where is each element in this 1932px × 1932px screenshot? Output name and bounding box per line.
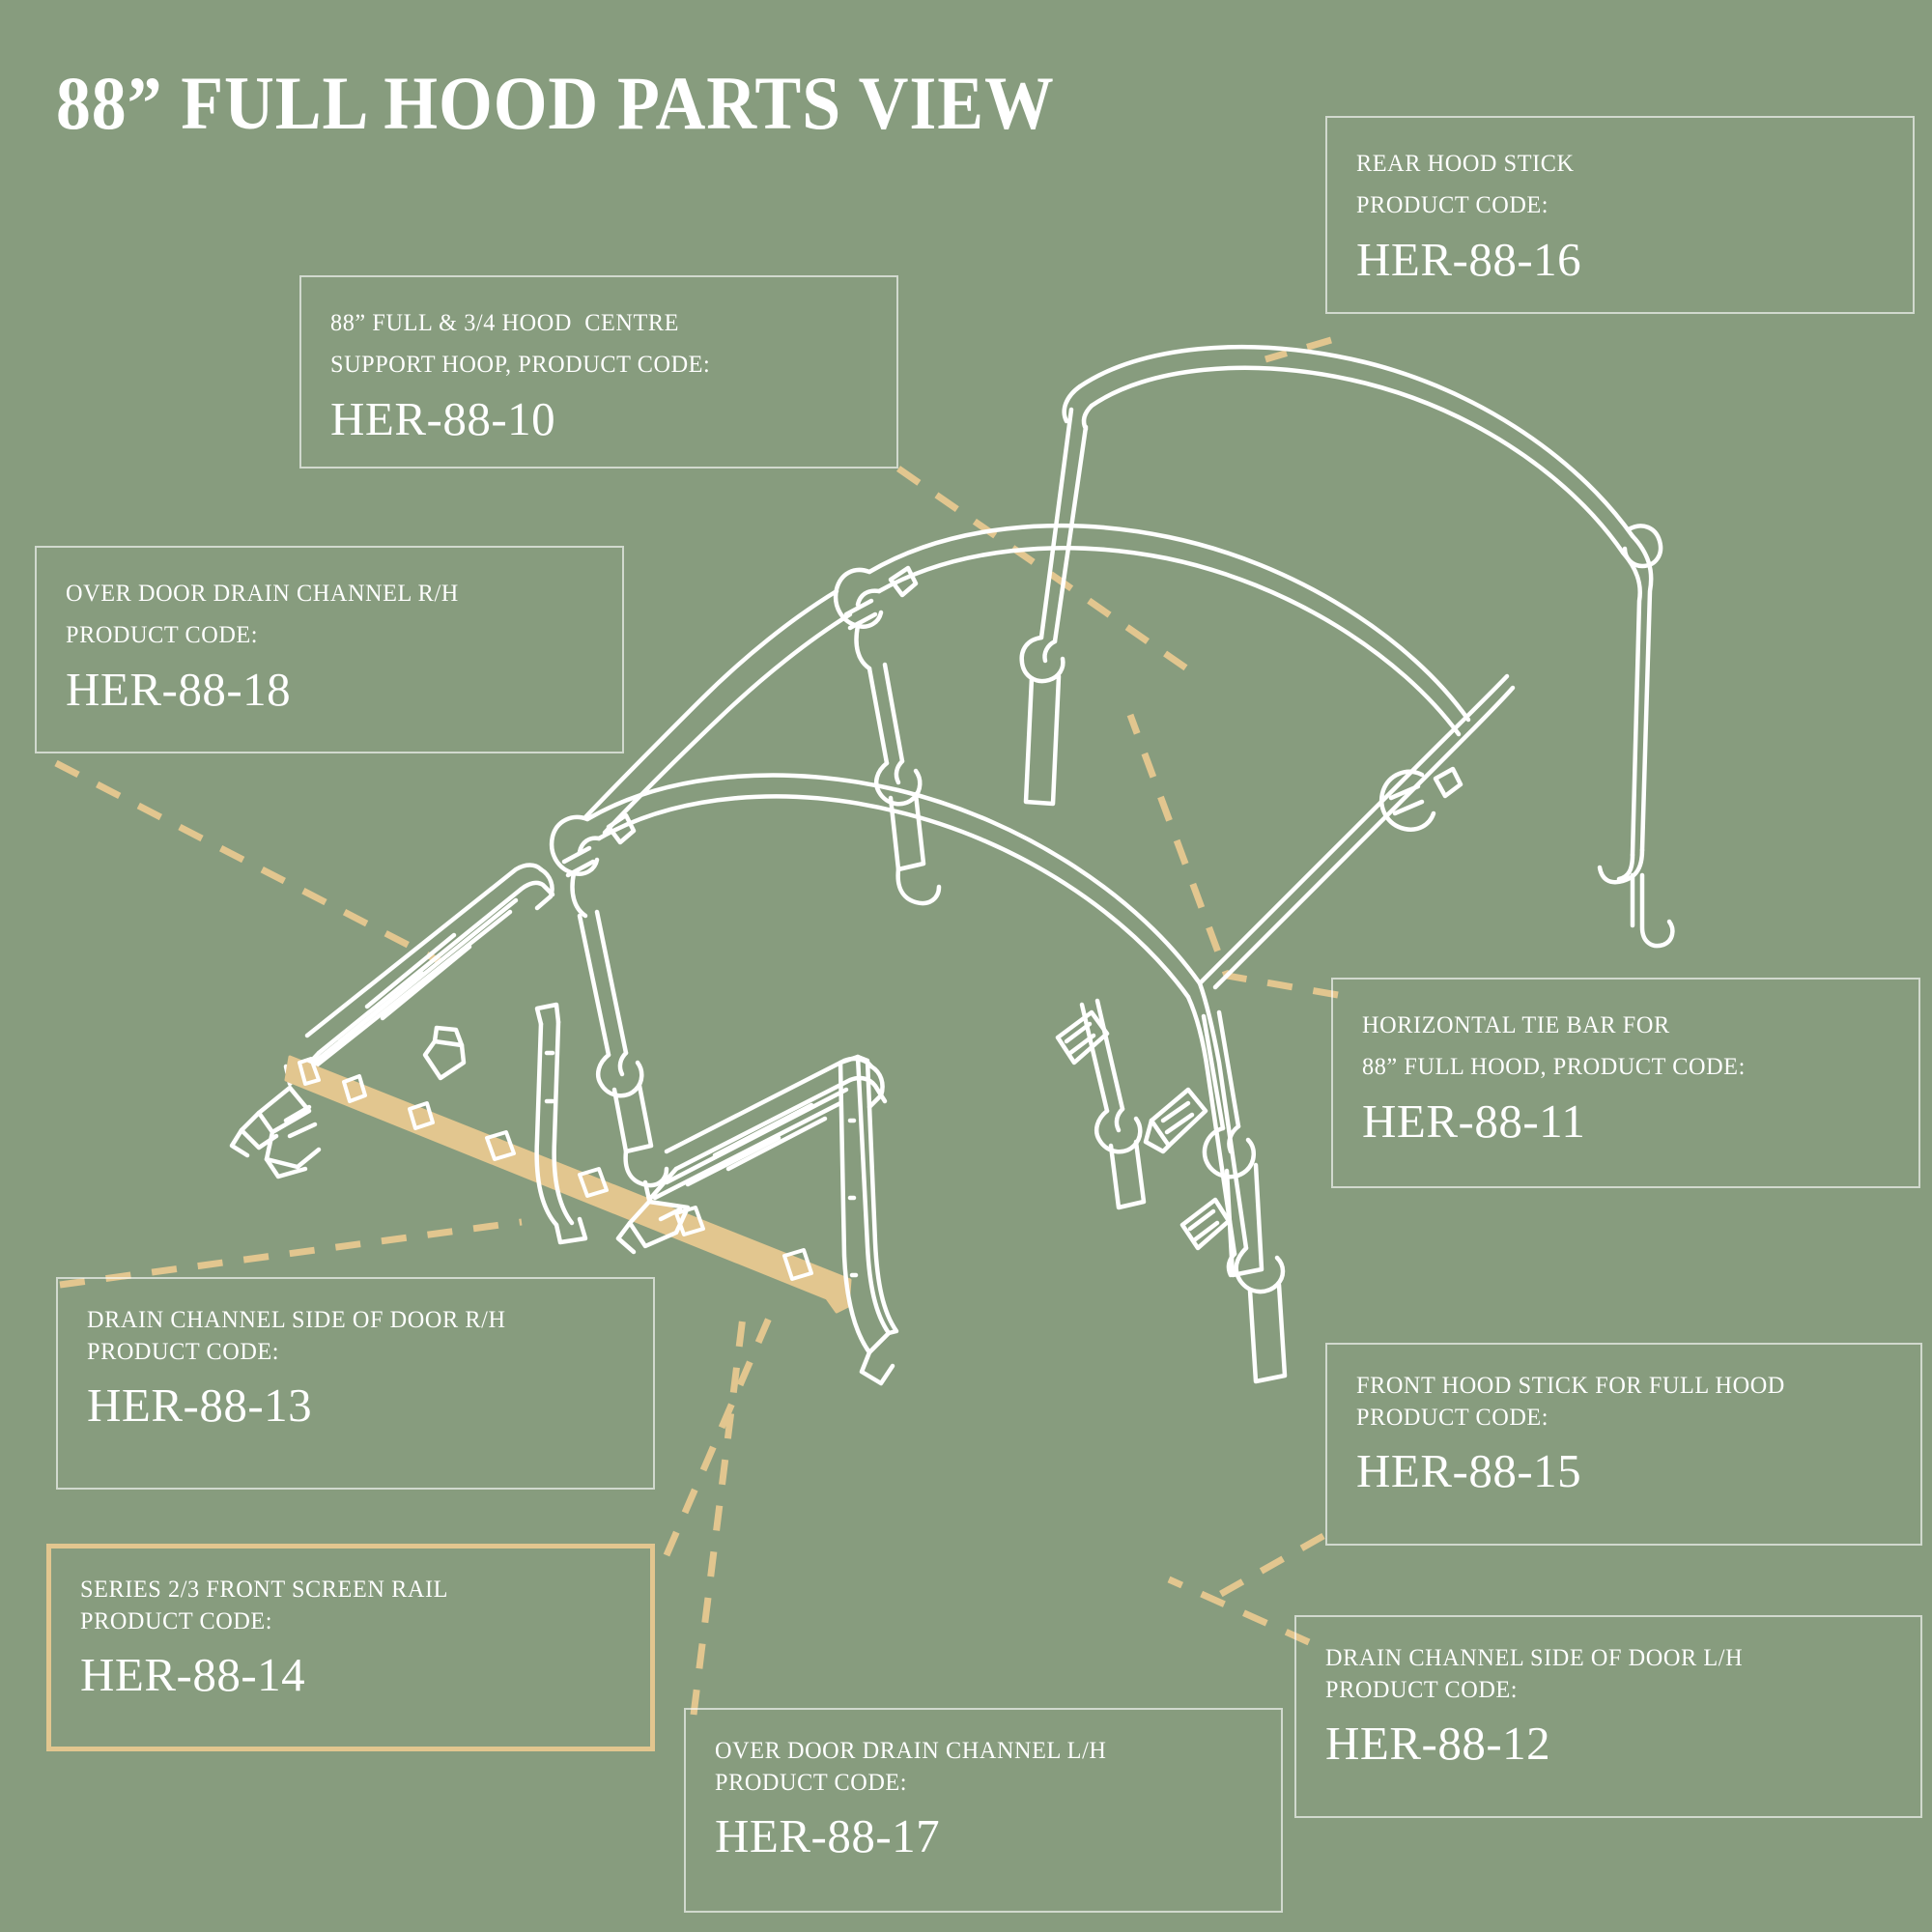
leader-her-88-17: [690, 1308, 748, 1716]
callout-her-88-10[interactable]: 88” FULL & 3/4 HOOD CENTRE SUPPORT HOOP,…: [299, 275, 898, 469]
rail-stanchion: [534, 1002, 588, 1245]
callout-her-88-13[interactable]: DRAIN CHANNEL SIDE OF DOOR R/H PRODUCT C…: [56, 1277, 655, 1490]
rear-right-leg: [1143, 980, 1288, 1384]
leader-her-88-11: [1126, 713, 1339, 999]
centre-support-hoop: [833, 523, 1471, 737]
callout-her-88-12[interactable]: DRAIN CHANNEL SIDE OF DOOR L/H PRODUCT C…: [1294, 1615, 1922, 1818]
callout-her-88-18[interactable]: OVER DOOR DRAIN CHANNEL R/H PRODUCT CODE…: [35, 546, 624, 753]
callout-her-88-15[interactable]: FRONT HOOD STICK FOR FULL HOOD PRODUCT C…: [1325, 1343, 1922, 1546]
callout-code-her-88-18: HER-88-18: [66, 663, 292, 716]
callout-code-her-88-12: HER-88-12: [1325, 1717, 1551, 1770]
callout-her-88-11[interactable]: HORIZONTAL TIE BAR FOR 88” FULL HOOD, PR…: [1331, 978, 1920, 1188]
callout-her-88-14[interactable]: SERIES 2/3 FRONT SCREEN RAIL PRODUCT COD…: [46, 1544, 655, 1751]
callout-label-her-88-12: DRAIN CHANNEL SIDE OF DOOR L/H PRODUCT C…: [1325, 1645, 1744, 1703]
callout-code-her-88-14: HER-88-14: [80, 1648, 306, 1701]
leader-her-88-10: [896, 466, 1200, 679]
front-screen-rail: [284, 1055, 852, 1314]
callout-label-her-88-17: OVER DOOR DRAIN CHANNEL L/H PRODUCT CODE…: [715, 1738, 1107, 1796]
callout-code-her-88-17: HER-88-17: [715, 1809, 941, 1862]
drain-channel-side-door-lh: [838, 1054, 899, 1386]
callout-her-88-16[interactable]: REAR HOOD STICK PRODUCT CODE: HER-88-16: [1325, 116, 1915, 314]
leader-her-88-14: [663, 1307, 777, 1557]
callout-her-88-17[interactable]: OVER DOOR DRAIN CHANNEL L/H PRODUCT CODE…: [684, 1708, 1283, 1913]
callout-label-her-88-16: REAR HOOD STICK PRODUCT CODE:: [1356, 151, 1575, 218]
left-front-leg: [577, 909, 669, 1188]
callout-label-her-88-10: 88” FULL & 3/4 HOOD CENTRE SUPPORT HOOP,…: [330, 310, 711, 378]
callout-code-her-88-10: HER-88-10: [330, 392, 556, 445]
callout-label-her-88-15: FRONT HOOD STICK FOR FULL HOOD PRODUCT C…: [1356, 1373, 1785, 1431]
over-door-drain-channel-rh: [283, 863, 555, 1087]
left-side-rail-upper: [582, 588, 853, 836]
callout-code-her-88-15: HER-88-15: [1356, 1444, 1582, 1497]
callout-label-her-88-18: OVER DOOR DRAIN CHANNEL R/H PRODUCT CODE…: [66, 581, 459, 648]
leader-her-88-15: [1210, 1532, 1325, 1603]
centre-prop-stick: [1019, 407, 1089, 807]
callout-code-her-88-13: HER-88-13: [87, 1378, 313, 1432]
drain-channel-side-door-rh: [229, 1085, 322, 1179]
loose-hood-stick-ball-joint: [1179, 1009, 1264, 1278]
leader-her-88-16: [1264, 336, 1332, 363]
over-door-drain-channel-lh: [615, 1056, 888, 1255]
callout-code-her-88-11: HER-88-11: [1362, 1094, 1586, 1148]
rail-clip-bracket: [422, 1025, 467, 1081]
mid-right-leg: [1055, 998, 1147, 1210]
callout-label-her-88-14: SERIES 2/3 FRONT SCREEN RAIL PRODUCT COD…: [80, 1577, 448, 1634]
callout-code-her-88-16: HER-88-16: [1356, 233, 1582, 286]
leader-her-88-13: [59, 1218, 523, 1289]
callout-label-her-88-11: HORIZONTAL TIE BAR FOR 88” FULL HOOD, PR…: [1362, 1012, 1746, 1080]
leader-her-88-12: [1167, 1576, 1311, 1646]
rear-hood-stick: [1062, 345, 1675, 949]
left-upper-hook: [867, 662, 942, 906]
page-title: 88” FULL HOOD PARTS VIEW: [56, 61, 1055, 145]
front-hood-stick-arch: [549, 773, 1203, 1000]
horizontal-tie-bar: [1197, 673, 1516, 990]
callout-label-her-88-13: DRAIN CHANNEL SIDE OF DOOR R/H PRODUCT C…: [87, 1307, 506, 1365]
leader-her-88-18: [54, 759, 441, 965]
